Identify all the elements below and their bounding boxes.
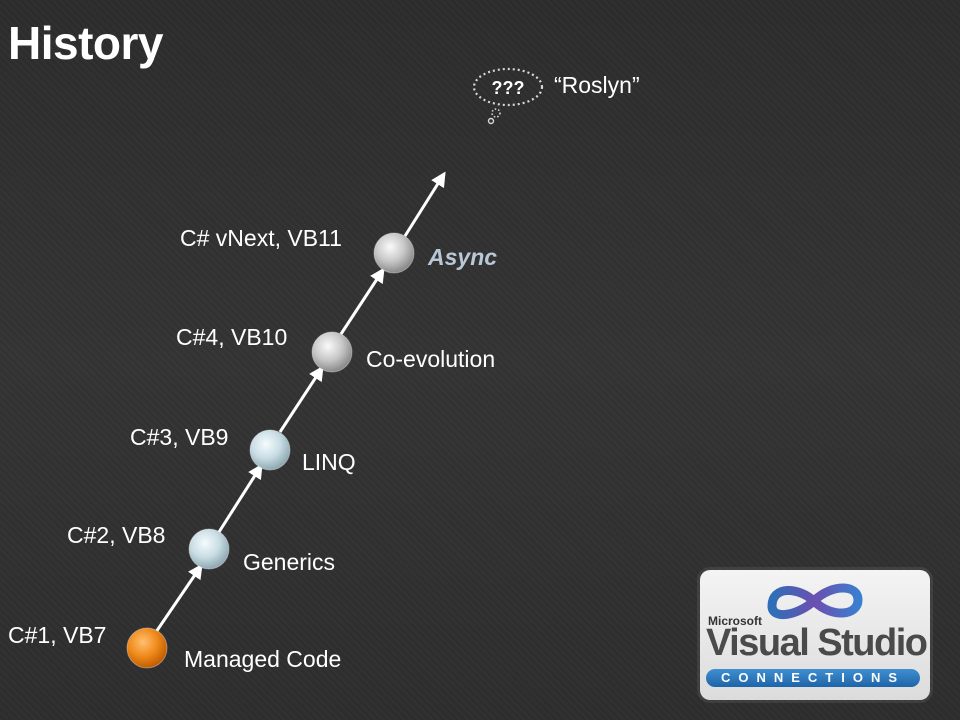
visual-studio-connections-logo: Microsoft Visual Studio CONNECTIONS [700, 570, 930, 700]
milestone-feature-1: Managed Code [184, 646, 341, 672]
milestone-version-5: C# vNext, VB11 [180, 225, 342, 251]
logo-tagline: CONNECTIONS [706, 669, 920, 687]
future-thought-bubble: ??? [472, 67, 544, 125]
milestone-node-3 [249, 429, 291, 471]
milestone-feature-3: LINQ [302, 449, 356, 475]
infinity-logo-icon [767, 583, 863, 619]
milestone-version-1: C#1, VB7 [8, 622, 106, 648]
milestone-node-2 [188, 528, 230, 570]
future-label: “Roslyn” [554, 72, 640, 98]
logo-product: Visual Studio [706, 622, 928, 664]
logo-maker: Microsoft [708, 614, 762, 628]
arrow-4-5 [339, 267, 385, 335]
milestone-node-4 [311, 331, 353, 373]
future-bubble-text: ??? [492, 78, 525, 98]
milestone-node-1 [126, 627, 168, 669]
milestone-version-2: C#2, VB8 [67, 522, 165, 548]
milestone-version-3: C#3, VB9 [130, 424, 228, 450]
milestone-version-4: C#4, VB10 [176, 324, 287, 350]
milestone-feature-5: Async [427, 244, 497, 270]
milestone-feature-4: Co-evolution [366, 346, 495, 372]
milestone-node-5 [373, 232, 415, 274]
arrow-2-3 [217, 463, 263, 533]
milestone-feature-2: Generics [243, 549, 335, 575]
slide-title: History [8, 17, 163, 69]
arrow-5-future [403, 171, 446, 237]
arrow-3-4 [278, 365, 324, 433]
arrow-1-2 [154, 563, 203, 633]
